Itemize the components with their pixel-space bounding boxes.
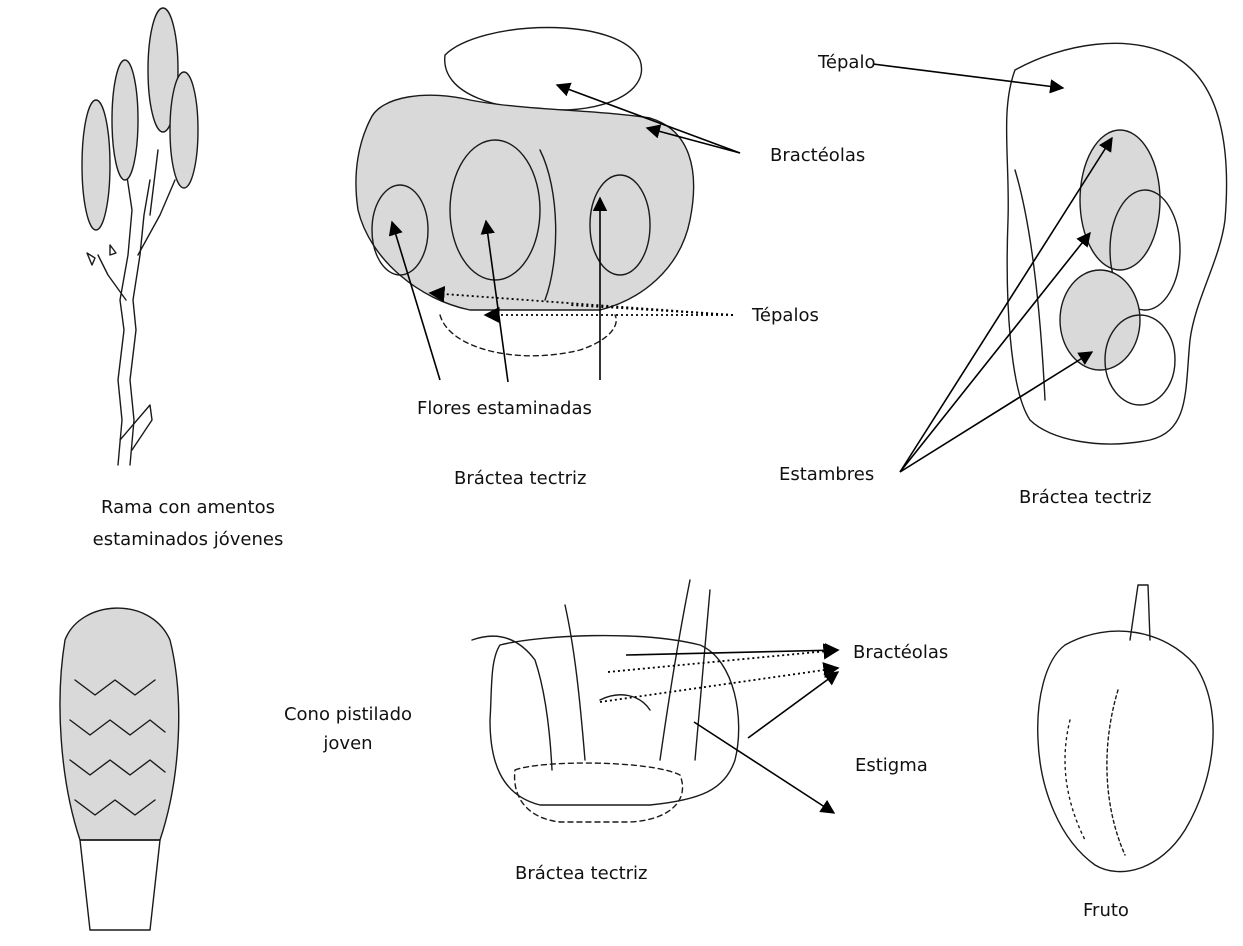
arrow-bracteolas-bottom-4 xyxy=(748,672,838,738)
label-bractea-tectriz-top-center: Bráctea tectriz xyxy=(454,468,587,491)
label-bracteolas-top: Bractéolas xyxy=(770,145,865,168)
branch-with-catkins-illustration xyxy=(82,8,198,465)
label-bracteolas-bottom: Bractéolas xyxy=(853,642,948,665)
arrow-estigma xyxy=(694,722,834,813)
label-cono-line2: joven xyxy=(268,733,428,756)
arrow-tepalo xyxy=(873,64,1063,88)
label-bractea-tectriz-bottom: Bráctea tectriz xyxy=(515,863,648,886)
label-rama-line2: estaminados jóvenes xyxy=(58,529,318,552)
staminate-bract-illustration xyxy=(356,28,694,356)
label-cono-line1: Cono pistilado xyxy=(268,704,428,727)
arrow-bracteolas-bottom-1 xyxy=(626,650,838,655)
pistillate-cone-illustration xyxy=(60,608,179,930)
label-estambres: Estambres xyxy=(779,464,874,487)
arrow-estambres-2 xyxy=(900,233,1090,472)
label-flores-estaminadas: Flores estaminadas xyxy=(417,398,592,421)
label-estigma: Estigma xyxy=(855,755,928,778)
fruit-illustration xyxy=(1038,585,1213,872)
label-fruto: Fruto xyxy=(1083,900,1129,923)
label-rama-line1: Rama con amentos xyxy=(58,497,318,520)
label-tepalos: Tépalos xyxy=(752,305,819,328)
label-bractea-tectriz-top-right: Bráctea tectriz xyxy=(1019,487,1152,510)
arrow-estambres-3 xyxy=(900,352,1092,472)
arrow-bracteolas-bottom-3 xyxy=(600,668,838,702)
label-tepalo: Tépalo xyxy=(818,52,875,75)
